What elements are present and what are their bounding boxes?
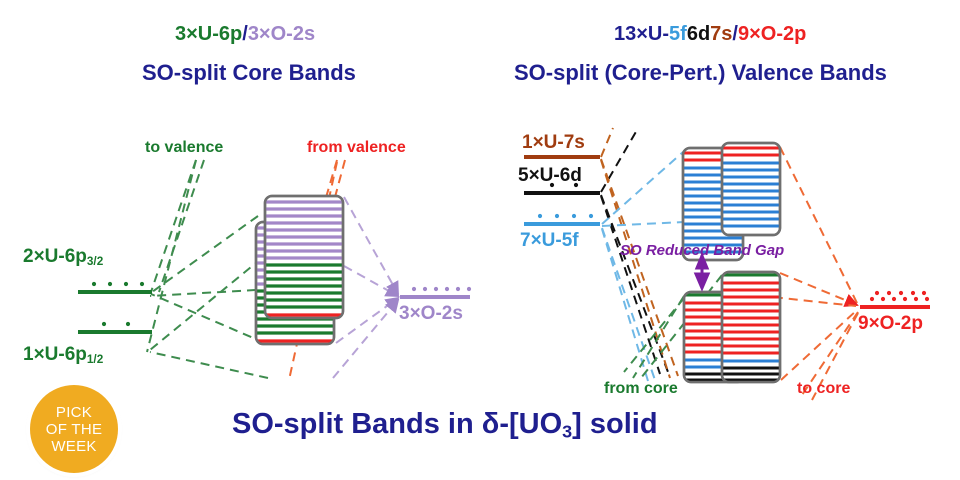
left-level-label-6p12-sub: 1/2 [86, 352, 104, 366]
right-level-o2p [860, 290, 930, 309]
left-annotation-to-valence: to valence [145, 139, 224, 156]
left-orbital-header-sep: / [242, 23, 248, 45]
left-level-label-6p32-text: 2×U-6p [23, 246, 87, 267]
right-blue-dashed-connectors [601, 151, 685, 382]
left-target-label-o2s: 3×O-2s [399, 303, 463, 324]
page-title-delta: δ-[UO [481, 408, 563, 440]
right-orbital-header-part-0: 13×U- [614, 23, 670, 45]
badge-line-1: PICK [55, 403, 93, 421]
right-panel-subtitle: SO-split (Core-Pert.) Valence Bands [514, 60, 887, 85]
badge-line-2: OF THE [45, 420, 103, 438]
left-panel-subtitle: SO-split Core Bands [142, 60, 356, 85]
right-valence-band-lower-right [720, 270, 782, 384]
left-purple-dashed-connectors [332, 196, 400, 379]
left-orbital-header: 3×U-6p/3×O-2s [175, 24, 315, 44]
right-brown-dashed-connectors [600, 127, 679, 379]
left-core-band-upper [263, 194, 345, 320]
right-orbital-header-part-2: 6d [686, 23, 711, 45]
page-title-sub: 3 [562, 421, 573, 442]
right-orbital-header: 13×U-5f6d7s/9×O-2p [614, 24, 806, 44]
right-valence-band-upper-right [720, 141, 782, 237]
left-orbital-header-part-2: 3×O-2s [247, 23, 316, 45]
right-orbital-header-part-3: 7s [710, 23, 733, 45]
right-orbital-header-part-5: 9×O-2p [737, 23, 807, 45]
left-green-dashed-connectors [146, 159, 269, 379]
left-level-6p32 [78, 281, 152, 294]
pick-of-the-week-badge[interactable]: PICK OF THE WEEK [30, 385, 118, 473]
right-level-label-6d: 5×U-6d [518, 165, 582, 186]
right-annotation-from-core: from core [604, 380, 678, 397]
badge-line-3: WEEK [51, 437, 97, 455]
left-level-label-6p12: 1×U-6p1/2 [23, 345, 103, 366]
right-orbital-header-sep: / [732, 23, 738, 45]
page-title: SO-split Bands in δ-[UO3] solid [232, 408, 658, 442]
right-orbital-header-part-1: 5f [669, 23, 687, 45]
right-level-5f [524, 213, 600, 226]
left-level-label-6p32: 2×U-6p3/2 [23, 247, 103, 268]
right-level-6d [524, 182, 600, 195]
left-orbital-header-part-0: 3×U-6p [175, 23, 243, 45]
right-level-label-7s: 1×U-7s [522, 132, 585, 153]
page-title-pre: SO-split Bands in [232, 408, 482, 440]
band-gap-label: SO Reduced Band Gap [620, 242, 785, 259]
left-level-6p12 [78, 321, 152, 334]
band-gap-arrow-down [693, 255, 711, 292]
right-annotation-to-core: to core [797, 380, 851, 397]
left-level-label-6p12-text: 1×U-6p [23, 344, 87, 365]
left-annotation-from-valence: from valence [307, 139, 406, 156]
right-target-label-o2p: 9×O-2p [858, 313, 923, 334]
left-level-o2s [400, 286, 472, 299]
pick-of-the-week-badge-text: PICK OF THE WEEK [46, 404, 103, 455]
page-title-post: ] solid [572, 408, 658, 440]
right-level-label-5f: 7×U-5f [520, 230, 579, 251]
left-level-label-6p32-sub: 3/2 [86, 254, 104, 268]
